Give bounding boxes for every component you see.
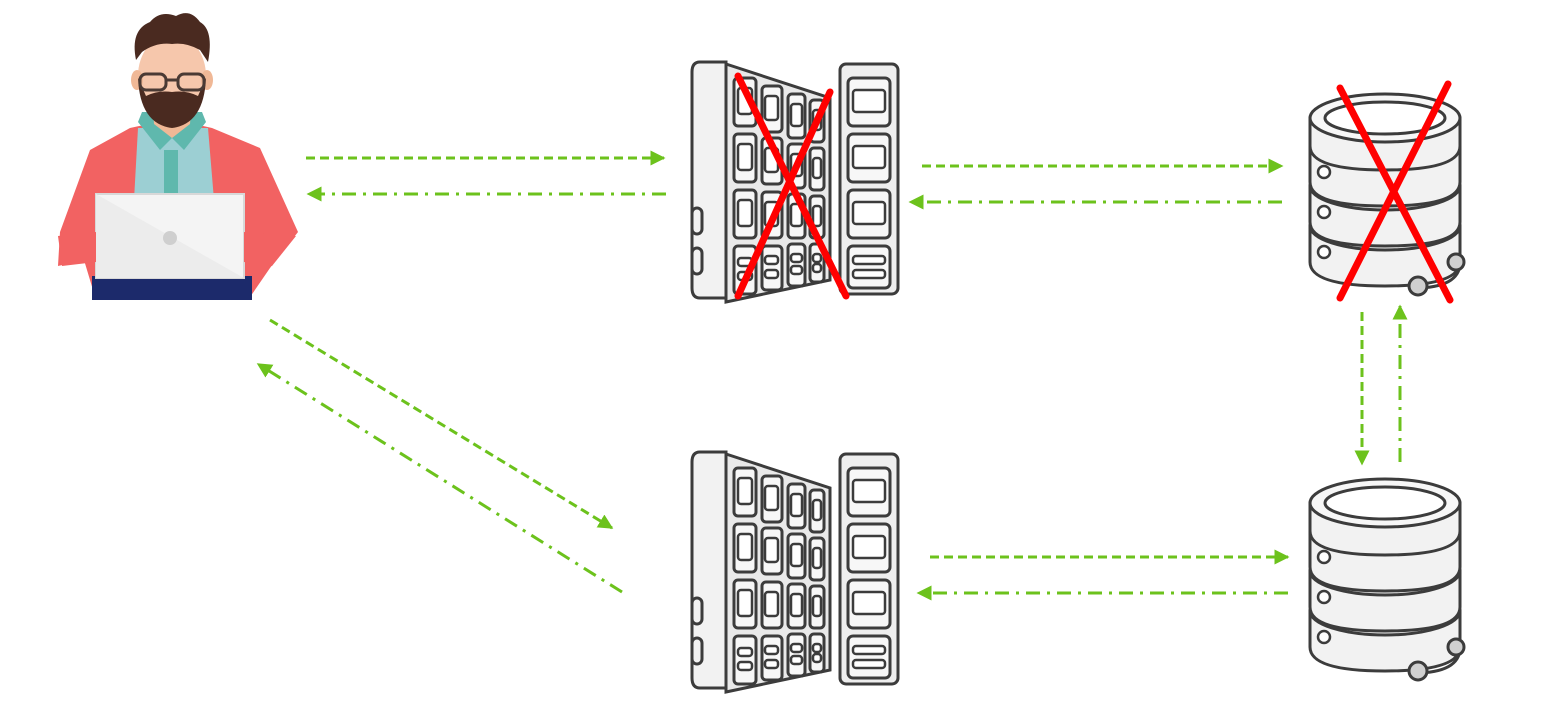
server-primary-icon: [690, 60, 900, 304]
user-with-laptop-icon: [58, 13, 298, 300]
arrow-user-to-server-standby: [269, 318, 614, 530]
database-primary-icon: [1308, 92, 1466, 297]
arrow-server-standby-to-user: [256, 362, 623, 594]
database-standby-icon: [1308, 477, 1466, 682]
server-primary-failed-mark: [734, 72, 850, 300]
server-standby-icon: [690, 450, 900, 694]
connection-arrows: [256, 150, 1408, 601]
database-primary-failed-mark: [1336, 80, 1454, 304]
